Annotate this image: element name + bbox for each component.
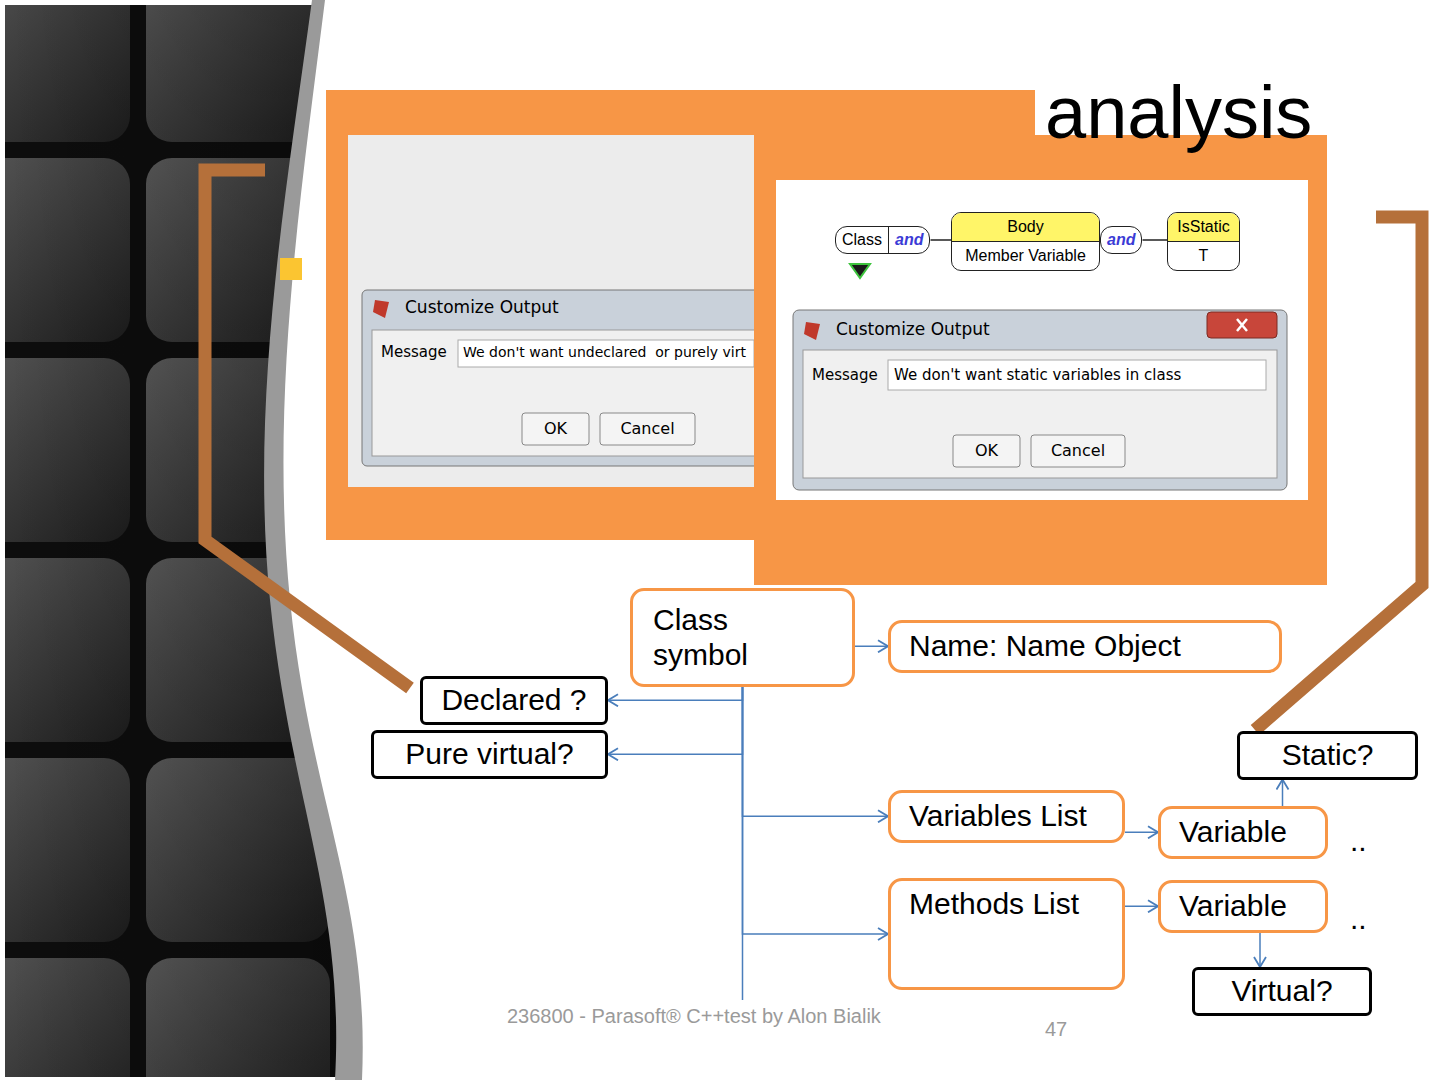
button-label: Cancel xyxy=(600,419,695,439)
node-text: Class xyxy=(836,227,888,253)
field-label: Message xyxy=(381,343,451,362)
rule-node: IsStaticT xyxy=(1167,212,1240,271)
field-label: Message xyxy=(812,366,882,385)
screenshot-panel xyxy=(754,135,1327,585)
dialog-title: Customize Output xyxy=(405,297,605,318)
node-text: IsStatic xyxy=(1168,213,1239,242)
rule-operator: and xyxy=(1100,226,1142,254)
tree-arrow xyxy=(855,646,888,648)
node-text: Declared ? xyxy=(441,683,586,716)
tree-arrow xyxy=(743,687,889,934)
message-text: We don't want undeclared or purely virt xyxy=(463,344,753,362)
tree-arrow xyxy=(608,687,743,754)
dialog-title: Customize Output xyxy=(836,319,1036,340)
class-box: Class symbol xyxy=(630,588,855,687)
node-text: T xyxy=(1168,242,1239,270)
node-text: and xyxy=(888,227,929,253)
name-box: Name: Name Object xyxy=(888,620,1282,673)
node-text: Methods List xyxy=(909,887,1079,920)
screenshot xyxy=(776,180,1308,500)
property-box: Virtual? xyxy=(1192,967,1372,1016)
list-box: Variables List xyxy=(888,790,1125,843)
tree-arrow xyxy=(1259,933,1261,968)
node-text: Virtual? xyxy=(1231,974,1332,1007)
tree-arrow xyxy=(1125,832,1158,834)
button-label: Cancel xyxy=(1031,441,1125,461)
ellipsis: .. xyxy=(1350,822,1390,860)
property-box: Declared ? xyxy=(420,676,608,725)
green-triangle xyxy=(850,264,870,278)
node-text: Variable xyxy=(1179,815,1287,848)
rule-node: Classand xyxy=(835,226,930,254)
node-text: Body xyxy=(952,213,1099,242)
node-text: and xyxy=(1107,231,1135,248)
property-box: Static? xyxy=(1237,731,1418,780)
tree-arrow xyxy=(1125,906,1158,908)
slide-title: analysis xyxy=(1045,76,1312,150)
curved-edge-grey xyxy=(264,0,1440,1080)
button-label: OK xyxy=(522,419,589,439)
rule-link xyxy=(931,239,952,241)
footer-text: 236800 - Parasoft® C++test by Alon Biali… xyxy=(507,1004,907,1029)
node-text: Pure virtual? xyxy=(405,737,573,770)
bullet-square xyxy=(280,258,302,280)
node-text: Static? xyxy=(1282,738,1374,771)
tree-arrow xyxy=(1282,780,1284,807)
dialog xyxy=(793,310,1287,490)
page-number: 47 xyxy=(1045,1017,1085,1042)
property-box: Pure virtual? xyxy=(371,730,608,779)
rule-link xyxy=(1143,239,1168,241)
message-text: We don't want static variables in class xyxy=(894,366,1264,385)
button-label: OK xyxy=(953,441,1020,461)
ellipsis: .. xyxy=(1350,900,1390,938)
node-text: Member Variable xyxy=(952,242,1099,270)
tree-arrow xyxy=(608,687,743,700)
item-box: Variable xyxy=(1158,880,1328,933)
item-box: Variable xyxy=(1158,806,1328,859)
node-text: Variables List xyxy=(909,799,1087,832)
rule-node: BodyMember Variable xyxy=(951,212,1100,271)
curved-edge-white xyxy=(283,0,1440,1080)
node-text: Variable xyxy=(1179,889,1287,922)
tree-arrow xyxy=(743,687,889,816)
node-text: Class symbol xyxy=(653,603,748,671)
dialog xyxy=(362,290,762,466)
node-text: Name: Name Object xyxy=(909,629,1181,662)
list-box: Methods List xyxy=(888,878,1125,990)
